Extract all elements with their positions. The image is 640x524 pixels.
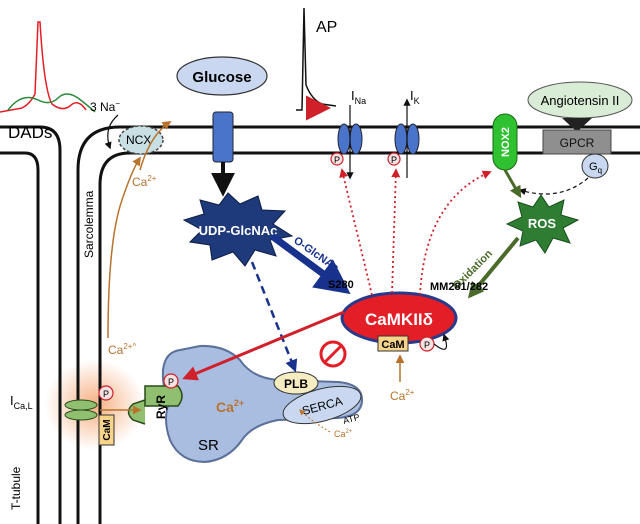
serca-uptake-arrow (299, 409, 331, 433)
ltype-cam (98, 414, 115, 446)
nox2-to-ros-arrow (503, 169, 522, 199)
camkii-to-ina-arrow (339, 168, 373, 296)
gq-to-nox2-arrow (518, 177, 589, 196)
ina-label: INa (351, 88, 366, 106)
ttubule-label: T-tubule (9, 466, 23, 510)
atp-label: ATP (342, 412, 361, 426)
camkii-to-ryr-arrow (182, 310, 345, 381)
gq-protein (581, 153, 609, 179)
oxidation-arrow (467, 236, 520, 299)
camkii-label: CaMKIIδ (365, 310, 433, 329)
ncx-exchanger (118, 125, 164, 155)
ca-efflux-arrow (139, 121, 172, 171)
ros-label: ROS (528, 216, 557, 231)
sr-label: SR (198, 437, 219, 454)
serca-ca-label: Ca2+ (334, 429, 353, 439)
ltype-ca-channel (64, 399, 98, 421)
ttubule-outer (0, 125, 62, 524)
ryr-label: RyR (154, 395, 168, 419)
autophospho-loop (433, 333, 450, 350)
ltype-phospho-label: P (103, 389, 109, 399)
camkii-cam-label: CaM (381, 339, 404, 351)
ca-ryr-label: Ca2+^ (108, 342, 136, 357)
ca-to-ncx-arrow (107, 156, 141, 339)
ina-channel (337, 123, 363, 155)
plb-node (273, 371, 319, 395)
mm-label: MM281/282 (430, 281, 488, 293)
plb-label: PLB (284, 377, 308, 391)
inhibit-bar (323, 344, 343, 364)
camkii-autophospho-label: P (424, 340, 430, 350)
ik-phospho (387, 152, 401, 166)
dads-trace (0, 21, 87, 113)
ryr-channel (127, 385, 183, 425)
ical-label: ICa,L (10, 393, 33, 411)
na-influx-arrow (104, 114, 119, 150)
sarcolemma-inner (98, 151, 640, 524)
nox2-label: NOX2 (500, 127, 512, 157)
dads-afterdepolarization (7, 93, 96, 113)
camkii-to-nox2-arrow (419, 170, 492, 296)
na-label: 3 Na− (90, 99, 120, 114)
gq-label: Gq (589, 161, 602, 175)
ryr-phospho-label: P (168, 377, 174, 387)
ik-label: IK (410, 88, 420, 106)
glucose-label: Glucose (192, 69, 251, 86)
ncx-label: NCX (126, 133, 151, 147)
angiotensin-label: Angiotensin II (541, 93, 620, 108)
glucose-node (176, 56, 268, 96)
ltype-cam-label: CaM (102, 419, 113, 440)
sarcolemma-outer (76, 125, 640, 524)
ina-phospho-label: P (334, 155, 340, 165)
udp-glcnac-label: UDP-GlcNAc (199, 223, 278, 238)
ltype-phospho (98, 385, 114, 401)
ik-channel (394, 123, 420, 155)
ca-camkii-label: Ca2+ (390, 388, 415, 403)
camkii-to-ik-arrow (391, 168, 401, 294)
ca-ncx-label: Ca2+ (132, 174, 157, 189)
camkii-cam (377, 335, 409, 352)
oglcnac-arrow (269, 233, 351, 295)
ap-label: AP (316, 19, 337, 36)
udp-to-plb-arrow (250, 261, 298, 373)
angiotensin-binding (562, 118, 592, 132)
glucose-transporter (212, 111, 234, 163)
sarcolemma-label: Sarcolemma (82, 190, 96, 258)
gpcr-receptor (542, 129, 612, 155)
ryr-phospho (163, 373, 179, 389)
s280-label: S280 (328, 279, 354, 291)
ik-phospho-label: P (391, 155, 397, 165)
udp-glcnac-node (182, 192, 294, 267)
gpcr-label: GPCR (560, 136, 595, 150)
ros-node (505, 194, 580, 254)
ina-phospho (330, 152, 344, 166)
dads-label: DADs (8, 123, 52, 142)
ttubule-inner (0, 151, 40, 524)
sr-ca-label: Ca2+ (216, 398, 244, 415)
